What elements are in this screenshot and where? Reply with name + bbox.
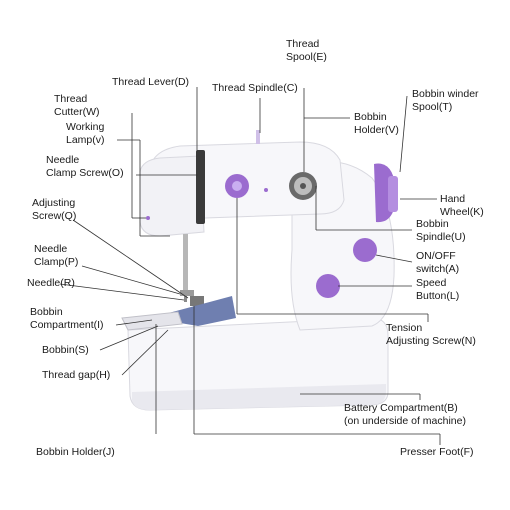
base-shadow bbox=[132, 384, 386, 410]
on-off-switch bbox=[353, 238, 377, 262]
label-needle-clamp: Needle Clamp(P) bbox=[34, 243, 79, 268]
needle-bar bbox=[183, 234, 188, 292]
label-bobbin-spindle: Bobbin Spindle(U) bbox=[416, 218, 466, 243]
label-bobbin-holder-j: Bobbin Holder(J) bbox=[36, 446, 115, 458]
label-hand-wheel: Hand Wheel(K) bbox=[440, 193, 484, 218]
label-needle-clamp-screw: Needle Clamp Screw(O) bbox=[46, 154, 124, 179]
thread-lever-slot bbox=[196, 150, 205, 224]
label-adjusting-screw: Adjusting Screw(Q) bbox=[32, 197, 77, 222]
label-thread-spool: Thread Spool(E) bbox=[286, 38, 327, 63]
presser-foot bbox=[190, 296, 204, 306]
label-needle: Needle(R) bbox=[27, 277, 75, 289]
leader-lines bbox=[59, 87, 441, 445]
label-bobbin-winder-spool: Bobbin winder Spool(T) bbox=[412, 88, 479, 113]
label-working-lamp: Working Lamp(v) bbox=[66, 121, 105, 146]
machine-head bbox=[139, 155, 205, 237]
speed-button bbox=[316, 274, 340, 298]
label-presser-foot: Presser Foot(F) bbox=[400, 446, 474, 458]
label-on-off-switch: ON/OFF switch(A) bbox=[416, 250, 460, 275]
bobbin-plate bbox=[121, 311, 183, 331]
label-bobbin-holder-v: Bobbin Holder(V) bbox=[354, 111, 399, 136]
label-thread-spindle: Thread Spindle(C) bbox=[212, 82, 298, 94]
label-battery-compartment: Battery Compartment(B) (on underside of … bbox=[344, 402, 466, 427]
label-thread-gap: Thread gap(H) bbox=[42, 369, 111, 381]
label-bobbin-s: Bobbin(S) bbox=[42, 344, 89, 356]
label-thread-cutter: Thread Cutter(W) bbox=[54, 93, 100, 118]
label-bobbin-compartment: Bobbin Compartment(I) bbox=[30, 306, 104, 331]
label-speed-button: Speed Button(L) bbox=[416, 277, 460, 302]
label-tension-adjusting-screw: Tension Adjusting Screw(N) bbox=[386, 322, 476, 347]
label-thread-lever: Thread Lever(D) bbox=[112, 76, 190, 88]
needle-clamp bbox=[180, 290, 194, 296]
thread-spindle bbox=[256, 130, 260, 144]
